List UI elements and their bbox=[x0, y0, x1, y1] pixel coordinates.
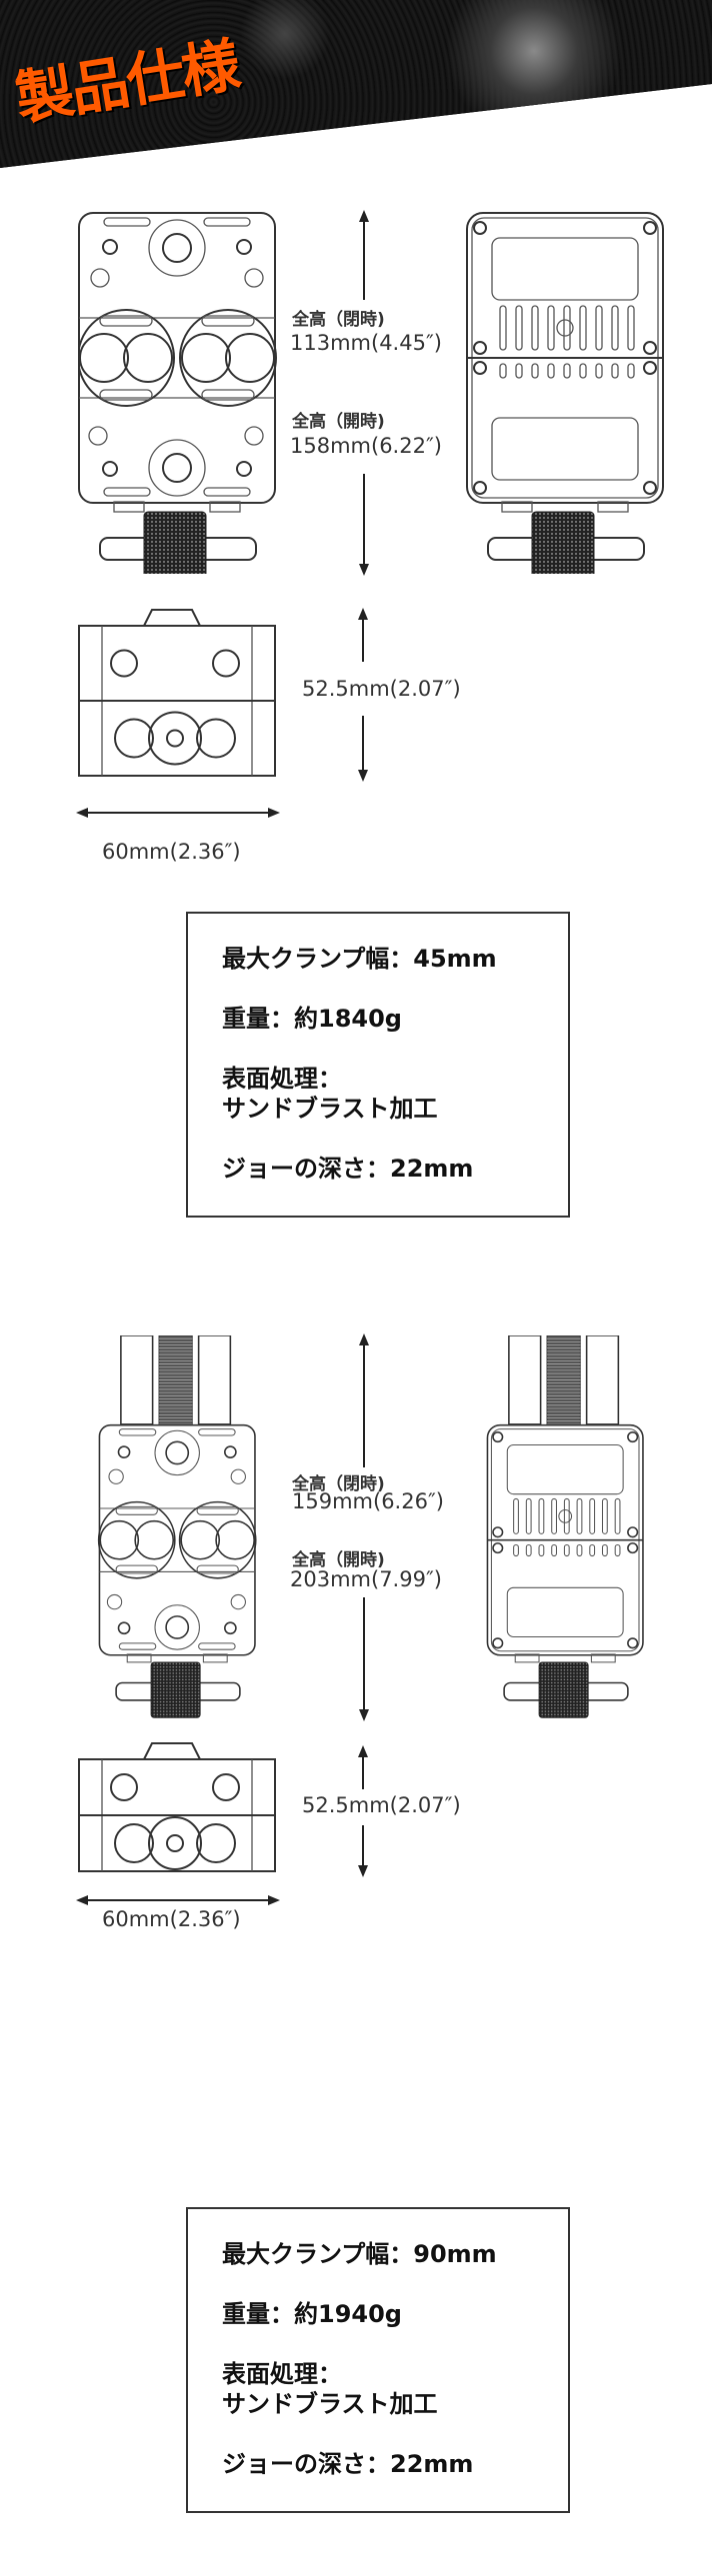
closed-height-label: 全高（閉時) bbox=[292, 310, 385, 330]
spec-max-clamp: 最大クランプ幅：45mm bbox=[222, 945, 497, 973]
front-view-drawing bbox=[78, 212, 277, 574]
arrow-up-icon bbox=[359, 210, 369, 222]
side-view-drawing bbox=[78, 1742, 276, 1872]
spec-surface-value: サンドブラスト加工 bbox=[222, 2390, 438, 2418]
grunge-header-band bbox=[0, 0, 712, 168]
arrow-right-icon bbox=[268, 808, 280, 818]
arrow-down-icon bbox=[358, 1865, 368, 1877]
spec-box: 最大クランプ幅：45mm 重量：約1840g 表面処理： サンドブラスト加工 ジ… bbox=[186, 912, 570, 1218]
depth-dimension-line bbox=[362, 1749, 364, 1789]
spec-jaw-depth: ジョーの深さ：22mm bbox=[222, 2450, 474, 2478]
height-dimension-line bbox=[363, 1337, 365, 1467]
width-dimension-line bbox=[80, 812, 276, 814]
closed-height-value: 159mm(6.26″) bbox=[292, 1489, 444, 1513]
height-dimension-line bbox=[363, 1597, 365, 1713]
open-height-value: 203mm(7.99″) bbox=[290, 1567, 442, 1591]
spec-box: 最大クランプ幅：90mm 重量：約1940g 表面処理： サンドブラスト加工 ジ… bbox=[186, 2207, 570, 2513]
arrow-right-icon bbox=[268, 1895, 280, 1905]
spec-weight: 重量：約1840g bbox=[222, 1005, 402, 1033]
closed-height-label: 全高（閉時) bbox=[292, 1474, 385, 1494]
back-view-drawing bbox=[466, 212, 664, 574]
height-dimension-line bbox=[363, 474, 365, 570]
depth-value: 52.5mm(2.07″) bbox=[302, 1793, 461, 1817]
width-dimension-line bbox=[80, 1899, 276, 1901]
arrow-up-icon bbox=[358, 608, 368, 620]
arrow-down-icon bbox=[358, 770, 368, 782]
arrow-up-icon bbox=[358, 1745, 368, 1757]
spec-surface-value: サンドブラスト加工 bbox=[222, 1095, 438, 1123]
side-view-drawing bbox=[78, 609, 276, 777]
arrow-up-icon bbox=[359, 1333, 369, 1345]
open-height-label: 全高（開時) bbox=[292, 1550, 385, 1570]
open-height-value: 158mm(6.22″) bbox=[290, 434, 442, 458]
open-height-label: 全高（開時) bbox=[292, 412, 385, 432]
spec-max-clamp: 最大クランプ幅：90mm bbox=[222, 2240, 497, 2268]
spec-surface-label: 表面処理： bbox=[222, 2360, 342, 2388]
spec-surface-label: 表面処理： bbox=[222, 1065, 342, 1093]
depth-dimension-line bbox=[362, 716, 364, 774]
depth-value: 52.5mm(2.07″) bbox=[302, 677, 461, 701]
arrow-left-icon bbox=[76, 808, 88, 818]
width-value: 60mm(2.36″) bbox=[102, 1907, 241, 1931]
spec-jaw-depth: ジョーの深さ：22mm bbox=[222, 1155, 474, 1183]
arrow-down-icon bbox=[359, 1709, 369, 1721]
closed-height-value: 113mm(4.45″) bbox=[290, 331, 442, 355]
height-dimension-line bbox=[363, 214, 365, 300]
front-view-drawing bbox=[97, 1335, 257, 1718]
back-view-drawing bbox=[486, 1335, 644, 1718]
arrow-down-icon bbox=[359, 564, 369, 576]
depth-dimension-line bbox=[362, 612, 364, 662]
width-value: 60mm(2.36″) bbox=[102, 840, 241, 864]
arrow-left-icon bbox=[76, 1895, 88, 1905]
spec-weight: 重量：約1940g bbox=[222, 2300, 402, 2328]
depth-dimension-line bbox=[362, 1825, 364, 1869]
